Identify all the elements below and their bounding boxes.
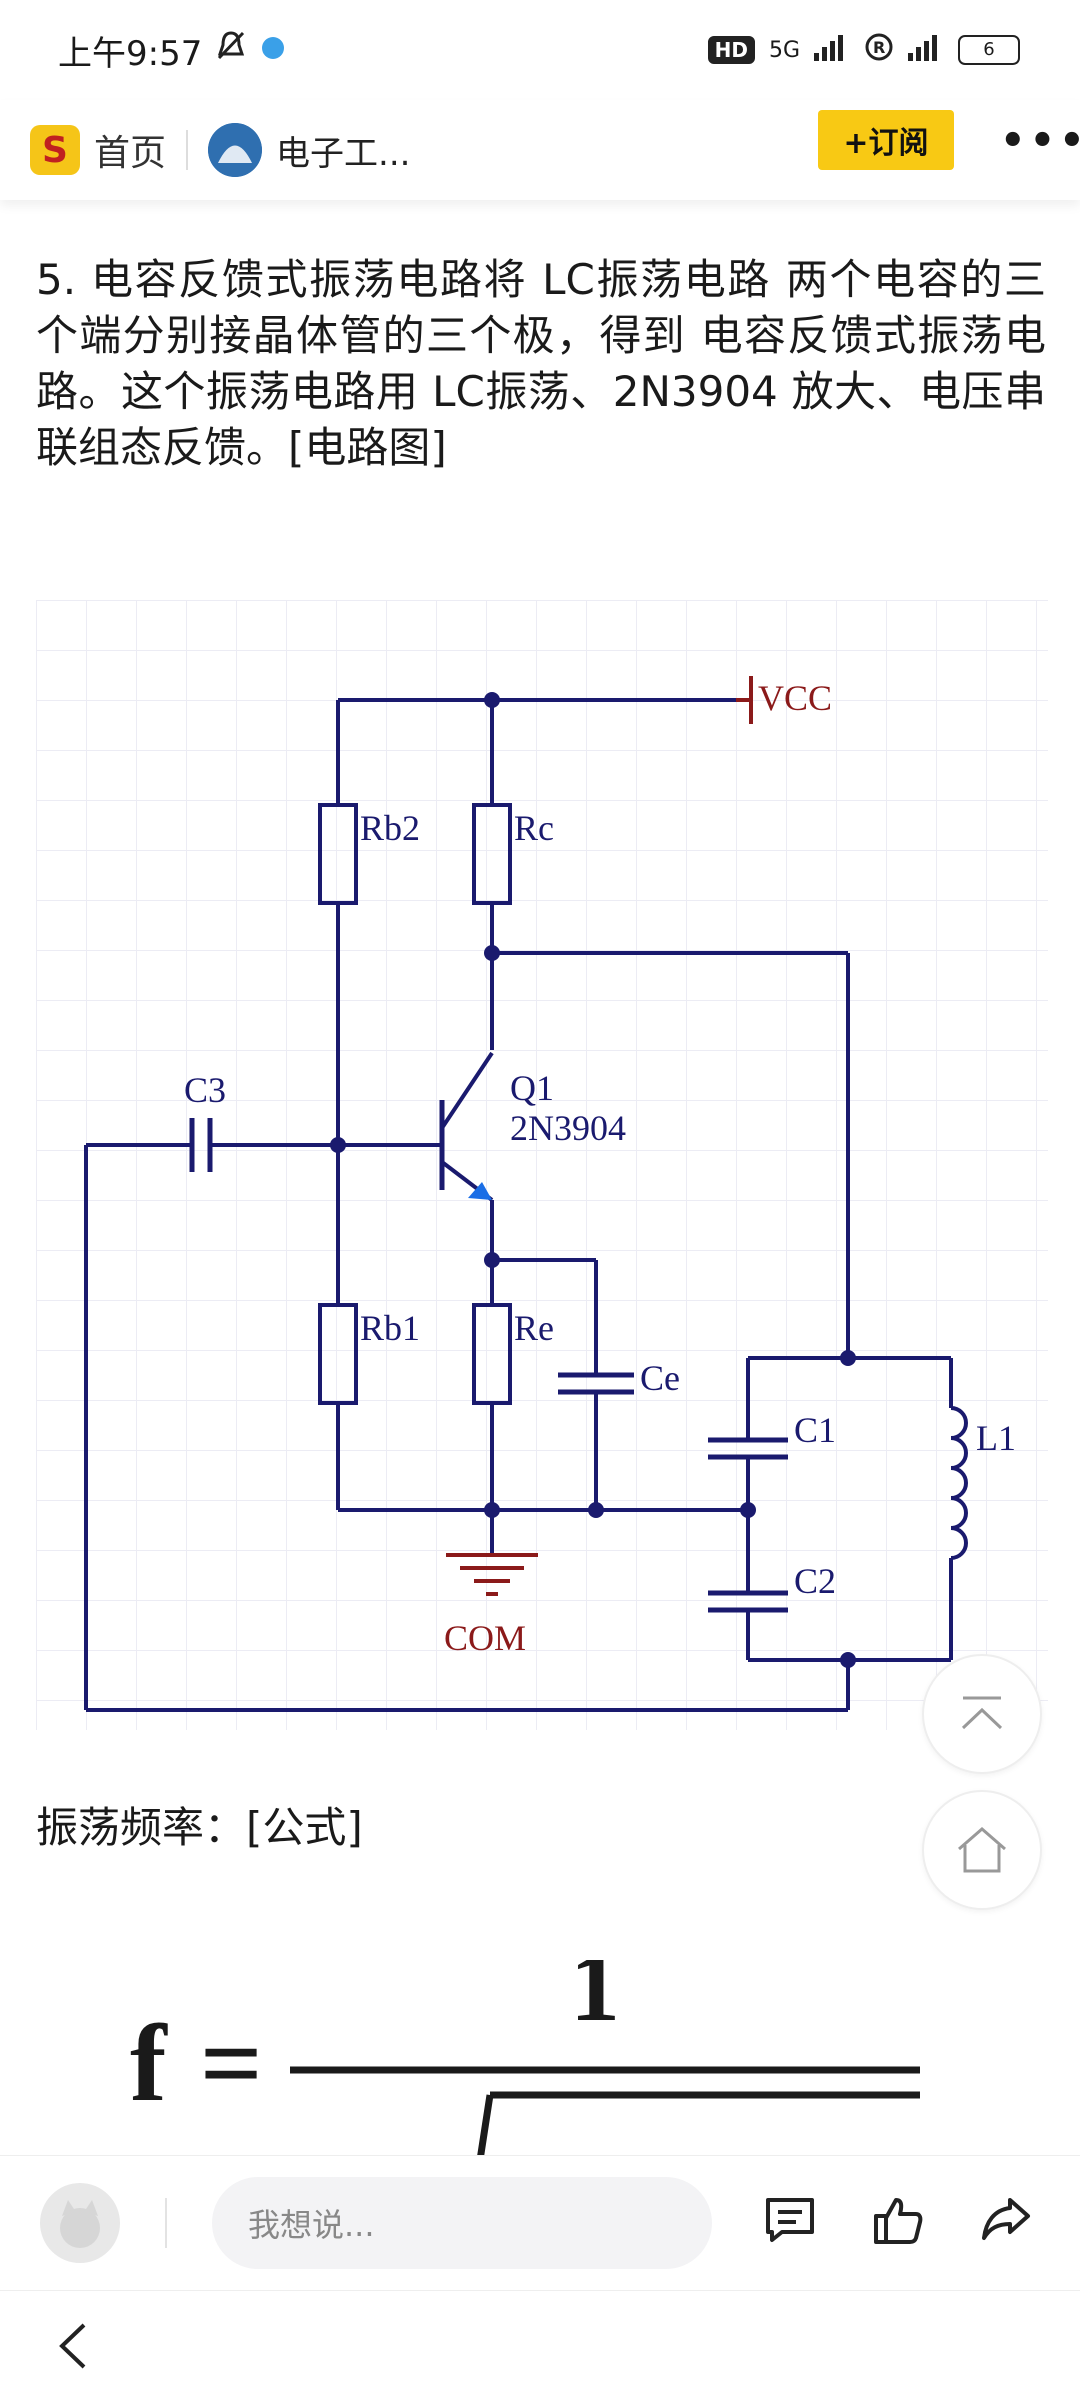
signal-icon [814,33,850,67]
frequency-formula: f = 1 [130,1931,950,2161]
hd-icon: HD [707,36,755,64]
rc-resistor [472,803,512,905]
back-to-top-button[interactable] [922,1654,1042,1774]
divider [165,2198,167,2248]
app-bubble-icon [260,30,286,70]
signal-icon-2 [908,33,944,67]
status-bar: 上午9:57 HD 5G R 6 [0,0,1080,100]
channel-name[interactable]: 电子工... [276,133,411,174]
rb2-resistor [318,803,358,905]
network-type: 5G [768,37,800,63]
share-icon[interactable] [980,2196,1032,2250]
back-to-top-icon [961,1696,1003,1730]
rb2-label: Rb2 [360,808,420,848]
re-resistor [472,1303,512,1405]
comment-input[interactable]: 我想说... [212,2177,712,2269]
frequency-label: 振荡频率：[公式] [36,1803,363,1852]
home-link[interactable]: 首页 [94,133,167,174]
back-icon[interactable] [56,2321,90,2375]
like-icon[interactable] [872,2196,924,2250]
article-paragraph: 5. 电容反馈式振荡电路将 LC振荡电路 两个电容的三个端分别接晶体管的三个极，… [36,255,1046,472]
q1-part-label: 2N3904 [510,1108,626,1148]
circuit-diagram: VCC Rb2 Rc C3 Q1 2N3904 Rb1 Re Ce C1 L1 … [36,600,1048,1730]
system-nav-bar [0,2290,1080,2401]
com-label: COM [444,1618,526,1658]
channel-avatar[interactable] [208,123,263,177]
app-logo[interactable]: S [30,125,80,175]
c2-label: C2 [794,1561,836,1601]
user-avatar[interactable] [40,2183,120,2263]
status-time: 上午9:57 [58,33,203,74]
battery-icon: 6 [958,35,1020,65]
formula-equals: = [200,2002,263,2124]
home-float-button[interactable] [922,1790,1042,1910]
registered-icon: R [864,32,894,68]
ce-label: Ce [640,1358,680,1398]
more-options-icon[interactable]: ••• [1000,118,1080,164]
l1-label: L1 [976,1418,1016,1458]
mute-bell-icon [216,30,246,71]
home-icon [958,1827,1006,1873]
vcc-label: VCC [758,678,832,718]
c1-label: C1 [794,1410,836,1450]
q1-collector [440,1051,494,1130]
divider [186,130,189,170]
rb1-resistor [318,1303,358,1405]
re-label: Re [514,1308,554,1348]
rb1-label: Rb1 [360,1308,420,1348]
formula-numerator: 1 [570,1960,620,2042]
formula-f: f [130,2002,168,2124]
q1-emitter-arrow [468,1182,492,1200]
bottom-bar: 我想说... [0,2155,1080,2290]
comments-icon[interactable] [764,2196,816,2250]
subscribe-button[interactable]: +订阅 [818,110,954,170]
svg-text:R: R [873,38,885,57]
c3-label: C3 [184,1070,226,1110]
l1-inductor [950,1406,968,1560]
q1-label: Q1 [510,1068,554,1108]
rc-label: Rc [514,808,554,848]
